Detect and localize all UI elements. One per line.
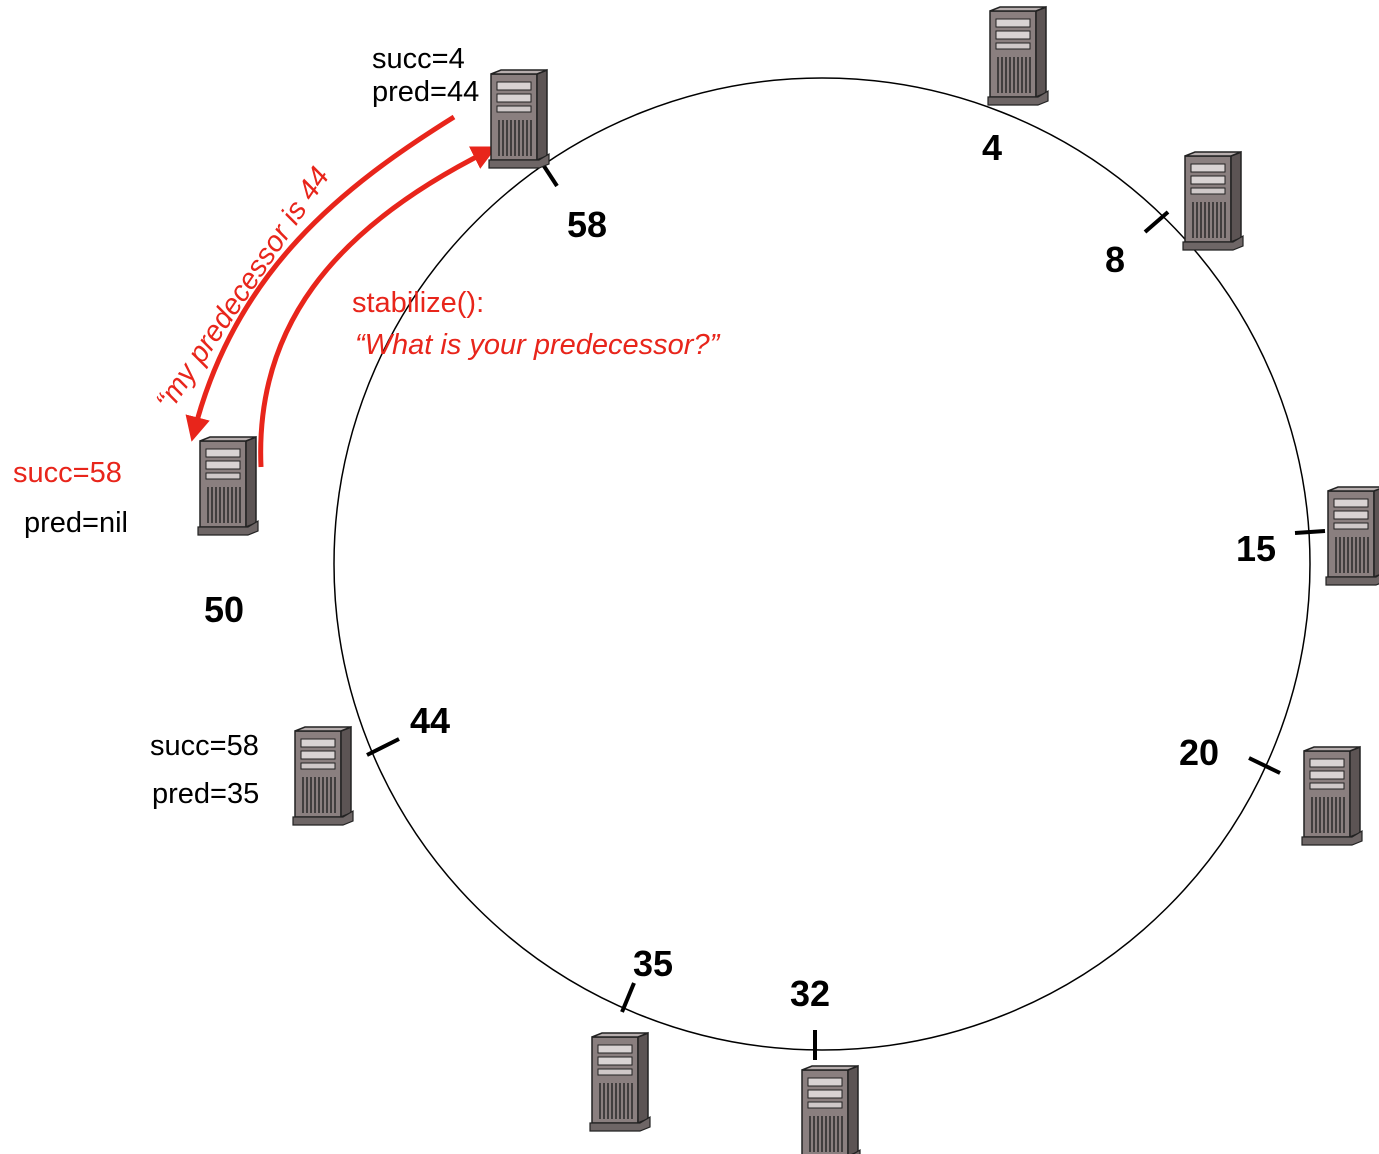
server-icon-50 — [198, 437, 258, 535]
server-icon-20 — [1302, 747, 1362, 845]
node58-pred: pred=44 — [372, 78, 479, 107]
node-id-15: 15 — [1236, 531, 1276, 567]
tick-44 — [367, 739, 399, 755]
stabilize-question-label: “What is your predecessor?” — [355, 331, 719, 360]
node44-pred: pred=35 — [152, 780, 259, 809]
tick-35 — [622, 983, 634, 1012]
node-id-32: 32 — [790, 976, 830, 1012]
server-icon-8 — [1183, 152, 1243, 250]
server-icon-58 — [489, 70, 549, 168]
node-id-20: 20 — [1179, 735, 1219, 771]
node44-succ: succ=58 — [150, 732, 259, 761]
tick-15 — [1295, 531, 1325, 533]
node50-succ: succ=58 — [13, 459, 122, 488]
node50-pred: pred=nil — [24, 509, 128, 538]
node-id-44: 44 — [410, 703, 450, 739]
tick-8 — [1145, 212, 1168, 232]
server-icon-32 — [800, 1066, 860, 1154]
node58-succ: succ=4 — [372, 45, 465, 74]
node-id-58: 58 — [567, 207, 607, 243]
server-icon-15 — [1326, 487, 1379, 585]
node-id-8: 8 — [1105, 242, 1125, 278]
server-icon-44 — [293, 727, 353, 825]
server-icon-4 — [988, 7, 1048, 105]
node-id-35: 35 — [633, 946, 673, 982]
node-id-50: 50 — [204, 592, 244, 628]
server-icon-35 — [590, 1033, 650, 1131]
stabilize-call-label: stabilize(): — [352, 289, 484, 318]
node-id-4: 4 — [982, 130, 1002, 166]
identifier-ring — [334, 78, 1310, 1050]
